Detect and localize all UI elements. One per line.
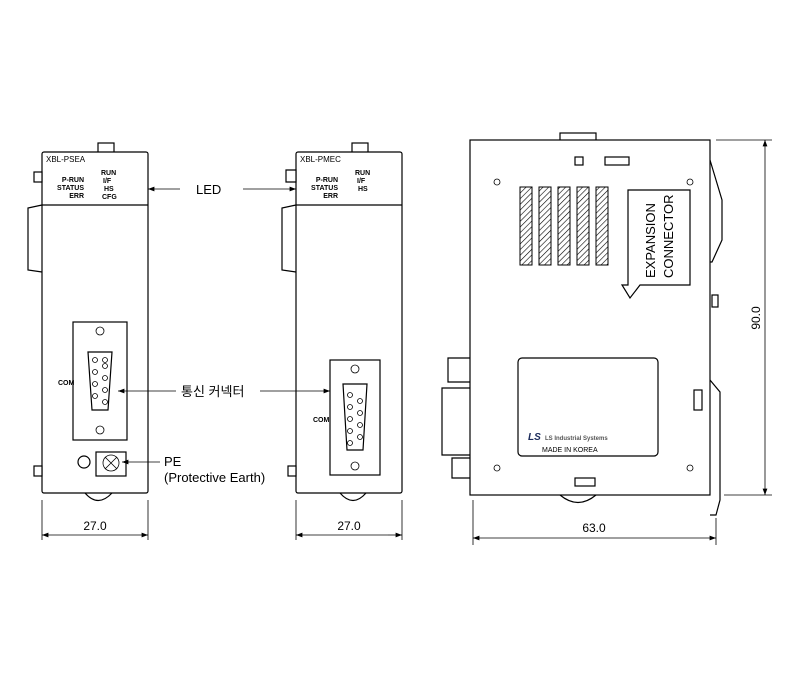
led-label: ERR bbox=[69, 193, 84, 200]
pe-label: PE bbox=[164, 454, 182, 469]
port-label: COM bbox=[313, 417, 330, 424]
dimension-value: 27.0 bbox=[337, 519, 361, 533]
led-label: I/F bbox=[103, 178, 112, 185]
led-label: I/F bbox=[357, 178, 366, 185]
dimension-value: 63.0 bbox=[582, 521, 606, 535]
brand-text: LS Industrial Systems bbox=[545, 436, 608, 442]
ls-logo: LS bbox=[528, 432, 541, 443]
pe-description: (Protective Earth) bbox=[164, 470, 265, 485]
com-connector bbox=[329, 359, 381, 476]
port-label: COM bbox=[58, 380, 75, 387]
connector-label: CONNECTOR bbox=[661, 194, 676, 278]
dimension-left-width: 27.0 bbox=[41, 500, 149, 540]
pe-terminal-icon bbox=[102, 454, 120, 472]
model-label: XBL-PMEC bbox=[300, 155, 341, 164]
pe-callout: PE (Protective Earth) bbox=[122, 454, 265, 485]
expansion-label: EXPANSION bbox=[643, 203, 658, 278]
dimension-middle-width: 27.0 bbox=[295, 500, 403, 540]
led-label: CFG bbox=[102, 194, 117, 201]
made-in-label: MADE IN KOREA bbox=[542, 447, 598, 454]
expansion-connector-cover bbox=[620, 189, 691, 300]
connector-callout: 통신 커넥터 bbox=[118, 384, 330, 399]
led-label: P-RUN bbox=[316, 177, 338, 184]
led-label: HS bbox=[358, 186, 368, 193]
vent-slots bbox=[519, 186, 609, 266]
com-connector bbox=[72, 321, 128, 441]
led-label: STATUS bbox=[311, 185, 338, 192]
led-label: P-RUN bbox=[62, 177, 84, 184]
led-label: RUN bbox=[355, 170, 370, 177]
led-label: ERR bbox=[323, 193, 338, 200]
dimension-value: 90.0 bbox=[749, 306, 763, 330]
dimension-right-width: 63.0 bbox=[472, 500, 717, 545]
led-label: STATUS bbox=[57, 185, 84, 192]
led-callout-label: LED bbox=[196, 182, 221, 197]
right-module-side-view: EXPANSION CONNECTOR LS LS Industrial Sys… bbox=[441, 132, 723, 516]
pe-screw bbox=[77, 455, 91, 469]
dimension-value: 27.0 bbox=[83, 519, 107, 533]
connector-callout-label: 통신 커넥터 bbox=[181, 384, 244, 399]
led-label: RUN bbox=[101, 170, 116, 177]
middle-module-xbl-pmec: XBL-PMEC P-RUN STATUS ERR RUN I/F HS COM bbox=[281, 142, 403, 502]
model-label: XBL-PSEA bbox=[46, 155, 86, 164]
led-callout: LED bbox=[148, 182, 296, 197]
led-label: HS bbox=[104, 186, 114, 193]
left-module-xbl-psea: XBL-PSEA P-RUN STATUS ERR RUN I/F HS CFG… bbox=[27, 142, 149, 502]
product-label-plate bbox=[517, 357, 659, 457]
dimension-height: 90.0 bbox=[716, 139, 772, 496]
